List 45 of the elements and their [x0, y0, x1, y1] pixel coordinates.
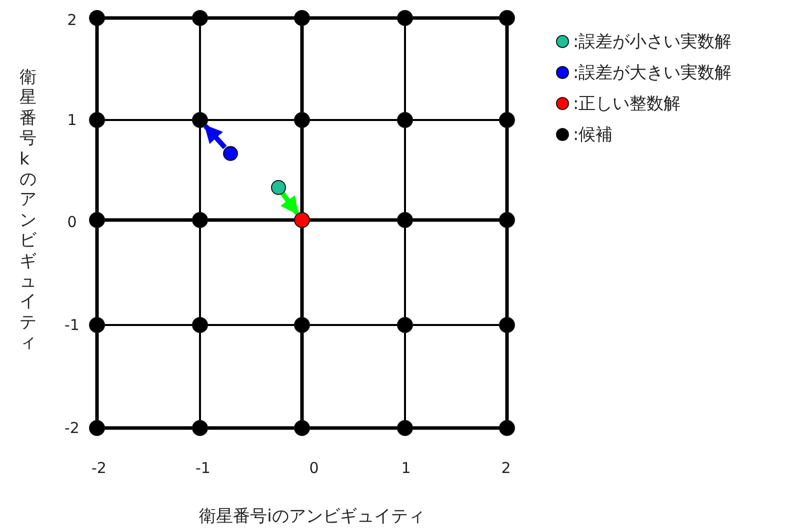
dot — [89, 10, 105, 26]
dot — [499, 112, 515, 128]
tick-label: -2 — [64, 419, 80, 437]
dot — [294, 10, 310, 26]
legend-label: :正しい整数解 — [573, 93, 681, 115]
legend-label: :誤差が小さい実数解 — [573, 31, 732, 53]
legend-label: :誤差が大きい実数解 — [573, 62, 732, 84]
dot — [499, 212, 515, 228]
dot — [192, 420, 208, 436]
dot — [192, 10, 208, 26]
dot — [397, 317, 413, 333]
dot — [192, 317, 208, 333]
dot — [89, 112, 105, 128]
axis-title: 衛星番号iのアンビギュイティ — [199, 506, 425, 528]
dot — [294, 420, 310, 436]
arrow — [280, 192, 300, 215]
tick-label: -1 — [196, 459, 210, 477]
tick-label: 1 — [67, 111, 77, 129]
dot — [89, 317, 105, 333]
tick-label: -1 — [64, 316, 80, 334]
tick-label: -2 — [92, 459, 106, 477]
dot — [222, 146, 238, 160]
tick-label: 0 — [309, 459, 319, 477]
dot — [89, 212, 105, 228]
dot — [499, 420, 515, 436]
dot — [270, 180, 286, 194]
dot — [89, 420, 105, 436]
dot — [397, 212, 413, 228]
dot — [192, 212, 208, 228]
axis-title: 衛星番号kのアンビギュイティ — [20, 67, 36, 353]
dot — [294, 212, 310, 228]
dot — [397, 10, 413, 26]
dot — [499, 317, 515, 333]
tick-label: 0 — [67, 213, 77, 231]
dot — [397, 420, 413, 436]
dot — [294, 112, 310, 128]
tick-label: 2 — [67, 11, 77, 29]
legend-label: :候補 — [573, 124, 613, 146]
dot — [192, 112, 208, 128]
dot — [397, 112, 413, 128]
tick-label: 2 — [501, 459, 511, 477]
dot — [499, 10, 515, 26]
arrow — [204, 124, 227, 150]
dot — [294, 317, 310, 333]
tick-label: 1 — [401, 459, 411, 477]
